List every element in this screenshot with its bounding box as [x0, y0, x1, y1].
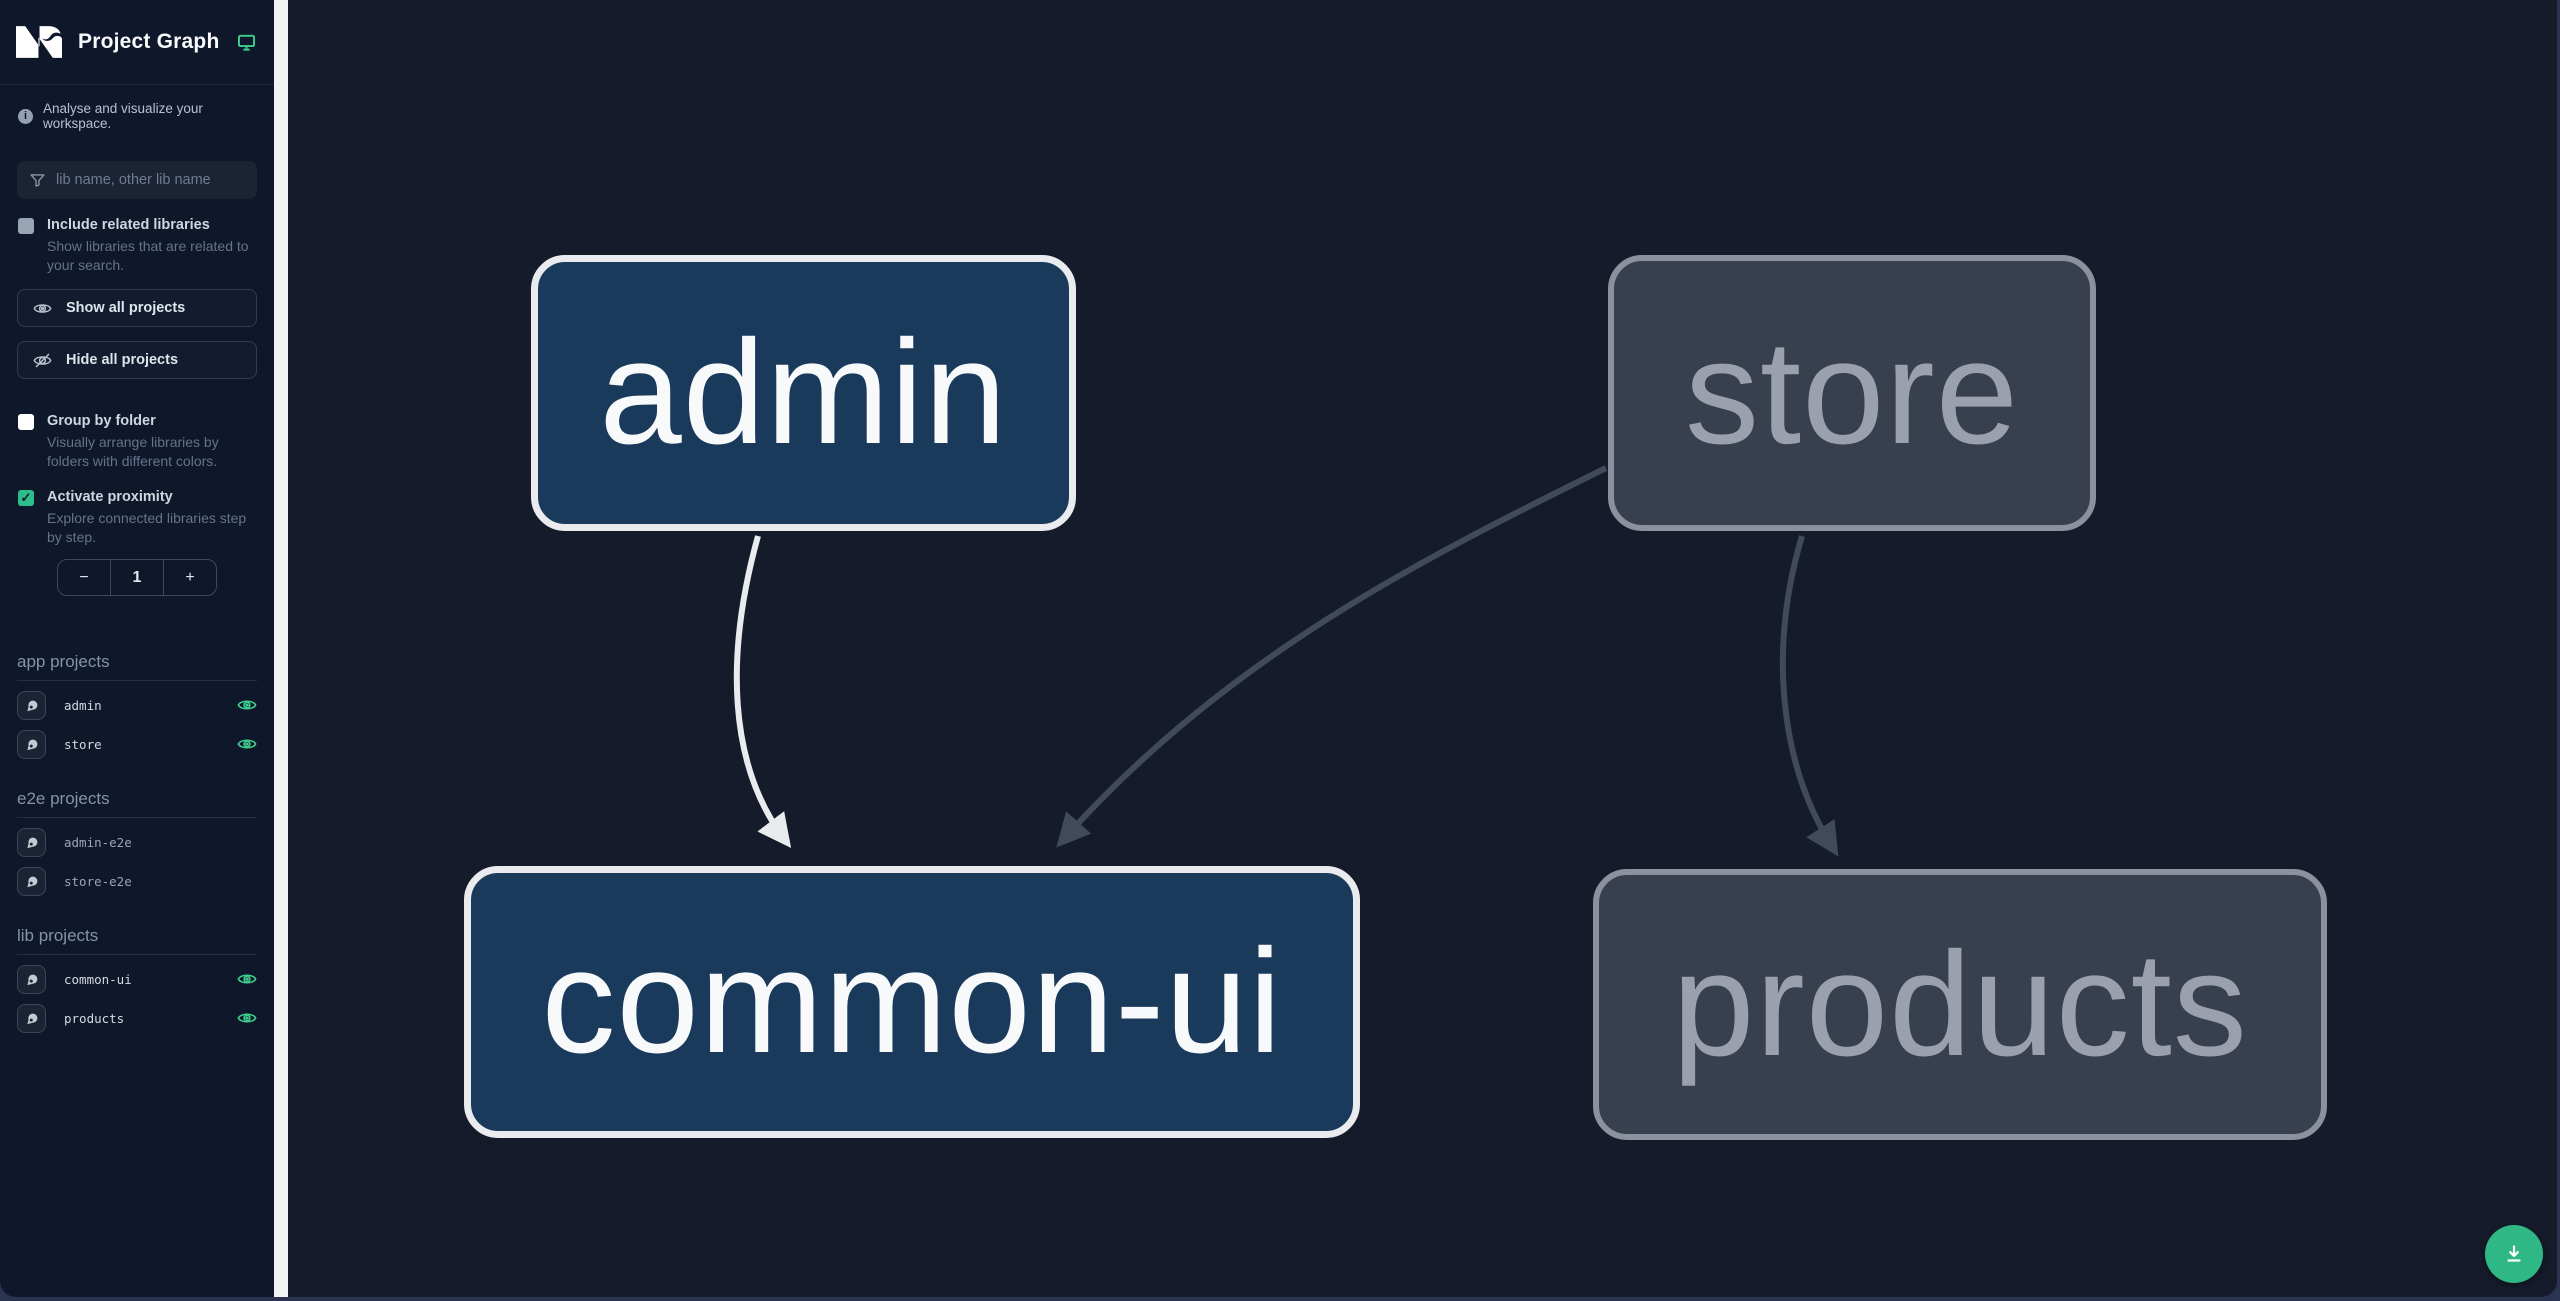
download-icon	[2507, 1245, 2521, 1262]
focus-pin-icon	[27, 837, 38, 848]
activate-proximity-checkbox[interactable]: ✓	[18, 490, 34, 506]
group-by-folder-checkbox[interactable]	[18, 414, 34, 430]
workspace-tagline: i Analyse and visualize your workspace.	[0, 85, 274, 131]
show-all-projects-button[interactable]: Show all projects	[17, 289, 257, 327]
node-label: admin	[599, 310, 1008, 475]
page-title: Project Graph	[78, 30, 220, 53]
activate-proximity-description: Explore connected libraries step by step…	[47, 510, 247, 545]
hide-all-label: Hide all projects	[66, 352, 179, 368]
project-row-products: products	[17, 1003, 257, 1033]
edge-admin-to-common-ui	[733, 535, 792, 849]
group-by-folder-description: Visually arrange libraries by folders wi…	[47, 434, 219, 469]
activate-proximity-label: Activate proximity	[47, 489, 173, 505]
sidebar-divider	[274, 0, 288, 1297]
hide-all-projects-button[interactable]: Hide all projects	[17, 341, 257, 379]
focus-pin-icon	[27, 739, 38, 750]
project-name: products	[64, 1010, 125, 1026]
graph-node-products[interactable]: products	[1593, 869, 2327, 1140]
toggle-visibility-eye-icon[interactable]	[237, 1008, 257, 1028]
project-name: store-e2e	[64, 873, 132, 889]
proximity-value: 1	[110, 560, 164, 595]
graph-node-admin[interactable]: admin	[531, 255, 1076, 531]
project-name: admin-e2e	[64, 834, 132, 850]
section-title: lib projects	[17, 926, 257, 955]
nx-logo-icon	[16, 26, 62, 58]
dependency-edges	[733, 465, 1839, 857]
include-related-checkbox[interactable]	[18, 218, 34, 234]
focus-project-button[interactable]	[17, 827, 46, 857]
node-label: store	[1684, 310, 2020, 475]
include-related-description: Show libraries that are related to your …	[47, 238, 249, 273]
edge-store-to-common-ui	[1056, 465, 1608, 848]
project-name: common-ui	[64, 971, 132, 987]
project-row-store: store	[17, 729, 257, 759]
section-e2e-projects: e2e projects admin-e2e store-e2e	[0, 789, 274, 896]
info-icon: i	[18, 108, 33, 124]
filter-funnel-icon	[30, 173, 45, 187]
node-label: products	[1672, 921, 2248, 1087]
toggle-visibility-eye-icon[interactable]	[237, 734, 257, 754]
edge-store-to-products	[1779, 535, 1839, 857]
monitor-icon	[238, 34, 256, 51]
project-row-admin: admin	[17, 690, 257, 720]
focus-project-button[interactable]	[17, 964, 46, 994]
section-app-projects: app projects admin store	[0, 652, 274, 759]
graph-canvas[interactable]: admin store common-ui products	[288, 0, 2557, 1297]
graph-node-common-ui[interactable]: common-ui	[464, 866, 1360, 1138]
node-label: common-ui	[541, 919, 1283, 1084]
include-related-option: Include related libraries Show libraries…	[0, 199, 274, 275]
activate-proximity-option: ✓ Activate proximity Explore connected l…	[0, 471, 274, 547]
project-name: store	[64, 736, 102, 752]
focus-project-button[interactable]	[17, 866, 46, 896]
focus-pin-icon	[27, 1013, 38, 1024]
eye-off-icon	[33, 353, 52, 367]
focus-project-button[interactable]	[17, 729, 46, 759]
focus-project-button[interactable]	[17, 1003, 46, 1033]
proximity-stepper: − 1 +	[57, 559, 217, 596]
tagline-text: Analyse and visualize your workspace.	[43, 101, 203, 131]
section-title: app projects	[17, 652, 257, 681]
toggle-visibility-eye-icon[interactable]	[237, 695, 257, 715]
proximity-decrement-button[interactable]: −	[79, 568, 89, 586]
focus-pin-icon	[27, 700, 38, 711]
sidebar: Project Graph i Analyse and visualize yo…	[0, 0, 274, 1297]
focus-project-button[interactable]	[17, 690, 46, 720]
graph-node-store[interactable]: store	[1608, 255, 2096, 531]
include-related-label: Include related libraries	[47, 217, 210, 233]
project-row-store-e2e: store-e2e	[17, 866, 257, 896]
section-lib-projects: lib projects common-ui pro	[0, 926, 274, 1033]
lib-filter-input[interactable]	[56, 172, 245, 188]
focus-pin-icon	[27, 876, 38, 887]
focus-pin-icon	[27, 974, 38, 985]
sidebar-header: Project Graph	[0, 0, 274, 85]
project-row-admin-e2e: admin-e2e	[17, 827, 257, 857]
toggle-visibility-eye-icon[interactable]	[237, 969, 257, 989]
show-all-label: Show all projects	[66, 300, 186, 316]
eye-icon	[33, 303, 52, 313]
project-name: admin	[64, 697, 102, 713]
proximity-increment-button[interactable]: +	[185, 568, 195, 586]
group-by-folder-option: Group by folder Visually arrange librari…	[0, 395, 274, 471]
section-title: e2e projects	[17, 789, 257, 818]
group-by-folder-label: Group by folder	[47, 413, 156, 429]
download-graph-image-button[interactable]	[2485, 1225, 2543, 1283]
project-row-common-ui: common-ui	[17, 964, 257, 994]
filter-box	[17, 161, 257, 199]
